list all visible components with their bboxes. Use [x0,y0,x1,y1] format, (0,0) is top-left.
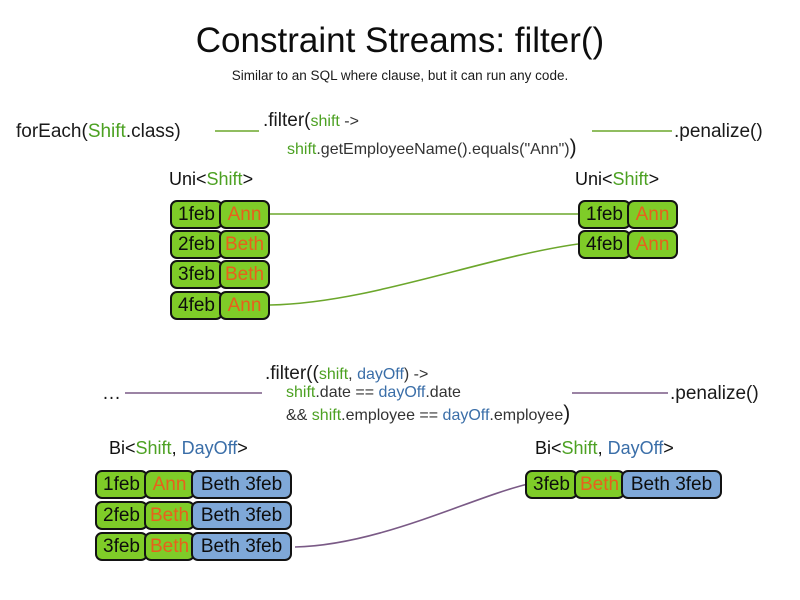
bi-filter-line3-dayoff: dayOff [442,407,490,424]
bi-input-label-suffix: > [237,438,248,458]
uni-input-tuple[interactable]: 1feb Ann [170,200,270,229]
tuple-cell-date: 1feb [170,200,223,229]
bi-filter-var-dayoff: dayOff [357,366,404,383]
uni-output-label: Uni<Shift> [575,168,659,190]
bi-filter-line3-close: ) [563,402,571,425]
bi-filter-line2: shift.date == dayOff.date [286,383,461,403]
bi-input-label-type-a: Shift [135,438,172,458]
wire-uni-row4 [269,243,579,306]
tuple-cell-name: Ann [219,200,270,229]
bi-input-label-type-b: DayOff [181,438,238,458]
tuple-cell-name: Ann [627,230,678,259]
uni-input-label: Uni<Shift> [169,168,253,190]
uni-source-call: forEach(Shift.class) [16,120,181,143]
bi-terminal-call: .penalize() [670,383,759,404]
tuple-cell-dayoff: Beth 3feb [621,470,722,499]
uni-filter-arrow: -> [339,113,359,130]
tuple-cell-date: 3feb [95,532,148,561]
tuple-cell-name: Beth [144,501,195,530]
tuple-cell-name: Ann [627,200,678,229]
uni-source-suffix: .class) [125,121,181,142]
bi-input-label: Bi<Shift, DayOff> [109,437,248,459]
bi-source-call: … [102,383,121,404]
uni-filter-line2-close: ) [569,136,577,159]
uni-terminal-call: .penalize() [674,121,763,142]
uni-filter-line1: .filter(shift -> [263,109,359,132]
uni-output-tuple[interactable]: 4feb Ann [578,230,678,259]
bi-output-label-type-b: DayOff [607,438,664,458]
uni-input-label-suffix: > [242,169,254,189]
bi-input-tuple[interactable]: 3feb Beth Beth 3feb [95,532,292,561]
bi-output-label-comma: , [597,438,608,458]
uni-output-tuple[interactable]: 1feb Ann [578,200,678,229]
uni-output-label-prefix: Uni< [575,169,613,189]
uni-output-label-type: Shift [612,169,649,189]
tuple-cell-date: 1feb [578,200,631,229]
bi-filter-line2-end: .date [425,384,461,401]
bi-output-label-prefix: Bi< [535,438,562,458]
uni-source-type: Shift [87,121,126,142]
tuple-cell-dayoff: Beth 3feb [191,470,292,499]
tuple-cell-date: 4feb [578,230,631,259]
uni-output-label-suffix: > [648,169,660,189]
tuple-cell-date: 3feb [170,260,223,289]
bi-input-label-prefix: Bi< [109,438,136,458]
bi-filter-prefix: .filter(( [265,363,319,384]
tuple-cell-date: 4feb [170,291,223,320]
uni-input-label-type: Shift [206,169,243,189]
page-title: Constraint Streams: filter() [195,21,605,60]
bi-output-label: Bi<Shift, DayOff> [535,437,674,459]
page-subtitle: Similar to an SQL where clause, but it c… [231,68,569,83]
tuple-cell-name: Beth [219,230,270,259]
bi-input-tuple[interactable]: 1feb Ann Beth 3feb [95,470,292,499]
bi-input-tuple[interactable]: 2feb Beth Beth 3feb [95,501,292,530]
bi-output-label-type-a: Shift [561,438,598,458]
tuple-cell-name: Beth [219,260,270,289]
bi-filter-line3: && shift.employee == dayOff.employee) [286,402,571,426]
bi-filter-line3-mid: .employee == [341,407,443,424]
tuple-cell-name: Beth [144,532,195,561]
bi-filter-line1: .filter((shift, dayOff) -> [265,362,428,385]
tuple-cell-date: 3feb [525,470,578,499]
bi-filter-line2-dayoff: dayOff [378,384,426,401]
bi-filter-line2-shift: shift [286,384,316,401]
tuple-cell-date: 1feb [95,470,148,499]
tuple-cell-name: Ann [144,470,195,499]
bi-filter-comma: , [348,366,358,383]
wire-bi-row3 [294,483,529,548]
uni-input-tuple[interactable]: 2feb Beth [170,230,270,259]
uni-input-label-prefix: Uni< [169,169,207,189]
uni-filter-line2: shift.getEmployeeName().equals("Ann")) [287,136,577,160]
tuple-cell-name: Ann [219,291,270,320]
uni-filter-line2-rest: .getEmployeeName().equals("Ann") [316,141,570,158]
tuple-cell-dayoff: Beth 3feb [191,501,292,530]
uni-filter-lambda-var: shift [310,113,340,130]
uni-input-tuple[interactable]: 3feb Beth [170,260,270,289]
uni-source-prefix: forEach( [16,121,88,142]
bi-filter-var-shift: shift [318,366,349,383]
tuple-cell-name: Beth [574,470,625,499]
bi-filter-line2-mid: .date == [315,384,379,401]
uni-input-tuple[interactable]: 4feb Ann [170,291,270,320]
bi-input-label-comma: , [171,438,182,458]
tuple-cell-date: 2feb [170,230,223,259]
uni-filter-prefix: .filter( [263,110,311,131]
bi-filter-arrow: ) -> [403,366,429,383]
tuple-cell-dayoff: Beth 3feb [191,532,292,561]
bi-output-tuple[interactable]: 3feb Beth Beth 3feb [525,470,722,499]
bi-filter-line3-end: .employee [489,407,564,424]
bi-filter-line3-shift: shift [311,407,342,424]
uni-filter-line2-var: shift [287,141,317,158]
bi-filter-line3-op: && [286,407,312,424]
bi-output-label-suffix: > [663,438,674,458]
tuple-cell-date: 2feb [95,501,148,530]
